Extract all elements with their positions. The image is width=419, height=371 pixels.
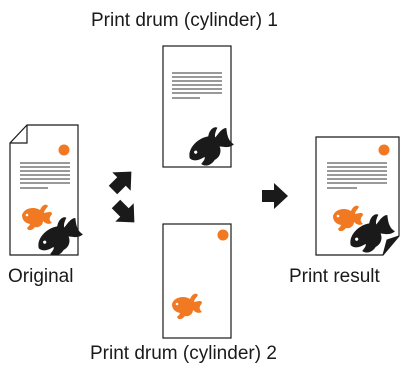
arrow-icon-down: [106, 194, 144, 232]
original-page: [9, 124, 87, 262]
orange-dot-icon: [217, 229, 229, 241]
text-lines: [172, 72, 222, 99]
text-lines: [20, 162, 70, 189]
drum2-label: Print drum (cylinder) 2: [90, 343, 277, 364]
drum1-page: [162, 45, 238, 172]
drum2-page: [162, 223, 232, 339]
original-label: Original: [8, 266, 74, 287]
result-label: Print result: [289, 266, 380, 287]
orange-dot-icon: [378, 144, 390, 156]
text-lines: [327, 162, 387, 189]
arrow-icon-right: [262, 183, 288, 209]
drum1-label: Print drum (cylinder) 1: [91, 10, 278, 31]
orange-dot-icon: [58, 144, 70, 156]
result-page: [315, 136, 400, 259]
arrow-icon-up: [103, 162, 141, 200]
